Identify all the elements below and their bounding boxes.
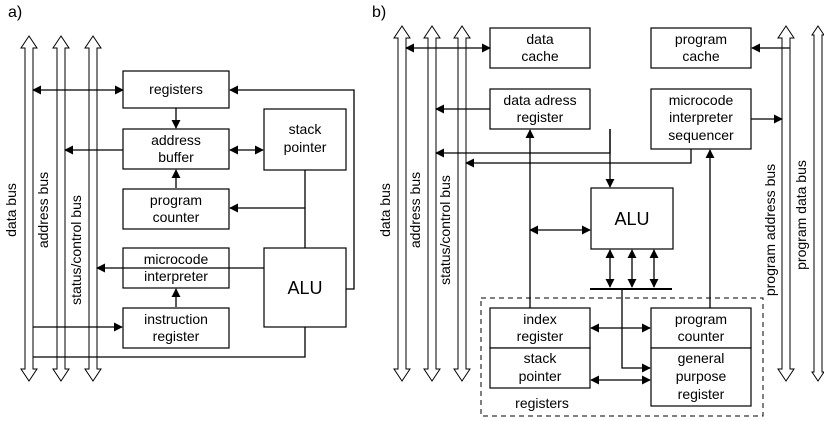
panel-a: a) data bus address bus status/control b… bbox=[3, 4, 355, 382]
a-data-bus-label: data bus bbox=[3, 183, 19, 237]
a-program-counter-box bbox=[122, 188, 230, 230]
b-connections bbox=[405, 43, 790, 385]
a-program-counter-line1: program bbox=[150, 192, 202, 208]
b-alu-label: ALU bbox=[614, 209, 649, 229]
b-data-cache-box bbox=[489, 27, 591, 69]
b-program-data-bus-label: program data bus bbox=[793, 160, 809, 270]
b-data-bus bbox=[393, 25, 411, 382]
b-stack-pointer-box bbox=[489, 347, 591, 389]
b-address-bus bbox=[423, 25, 441, 382]
a-instruction-register-line1: instruction bbox=[144, 311, 208, 327]
b-data-address-register-line2: register bbox=[517, 109, 564, 125]
b-program-cache-line2: cache bbox=[682, 48, 720, 64]
a-connections bbox=[32, 85, 355, 358]
a-data-bus bbox=[20, 35, 38, 382]
a-status-bus bbox=[84, 35, 102, 382]
b-program-address-bus-label: program address bus bbox=[762, 164, 778, 296]
b-address-bus-label: address bus bbox=[407, 172, 423, 248]
b-gpr-line3: register bbox=[678, 386, 725, 402]
b-microcode-line3: sequencer bbox=[668, 127, 734, 143]
b-program-counter-line2: counter bbox=[678, 328, 725, 344]
a-instruction-register-line2: register bbox=[153, 328, 200, 344]
b-registers-group-label: registers bbox=[515, 395, 569, 411]
a-registers-box bbox=[122, 70, 230, 109]
a-alu-box bbox=[263, 247, 347, 328]
a-alu-label: ALU bbox=[287, 278, 322, 298]
a-instruction-register-box bbox=[122, 307, 230, 349]
a-address-buffer-line1: address bbox=[151, 132, 201, 148]
b-program-counter-line1: program bbox=[675, 311, 727, 327]
b-data-address-register-line1: data adress bbox=[503, 92, 576, 108]
b-status-bus bbox=[453, 25, 471, 382]
b-microcode-line2: interpreter bbox=[669, 109, 733, 125]
b-index-register-line1: index bbox=[523, 311, 556, 327]
b-program-address-bus bbox=[777, 25, 795, 382]
b-program-cache-line1: program bbox=[675, 31, 727, 47]
b-data-bus-label: data bus bbox=[377, 183, 393, 237]
b-index-register-line2: register bbox=[517, 328, 564, 344]
b-microcode-line1: microcode bbox=[669, 92, 734, 108]
b-gpr-line2: purpose bbox=[676, 368, 727, 384]
a-status-bus-label: status/control bus bbox=[68, 195, 84, 305]
b-alu-box bbox=[590, 187, 674, 250]
b-status-bus-label: status/control bus bbox=[437, 175, 453, 285]
a-address-buffer-box bbox=[122, 128, 230, 170]
b-gpr-line1: general bbox=[678, 350, 725, 366]
b-program-counter-box bbox=[650, 307, 752, 349]
b-data-address-register-box bbox=[489, 88, 591, 130]
a-address-bus bbox=[52, 35, 70, 382]
a-stack-pointer-box bbox=[263, 108, 347, 171]
a-address-bus-label: address bus bbox=[35, 172, 51, 248]
b-registers-group bbox=[480, 297, 764, 417]
a-program-counter-line2: counter bbox=[153, 209, 200, 225]
b-stack-pointer-line1: stack bbox=[524, 350, 558, 366]
a-microcode-line2: interpreter bbox=[144, 268, 208, 284]
panel-b: b) data bus address bus status/control b… bbox=[372, 4, 824, 417]
b-microcode-sequencer-box bbox=[650, 88, 752, 150]
b-program-cache-box bbox=[650, 27, 752, 69]
b-data-cache-line2: cache bbox=[521, 48, 559, 64]
b-stack-pointer-line2: pointer bbox=[519, 368, 562, 384]
panel-a-label: a) bbox=[8, 4, 22, 21]
b-data-cache-line1: data bbox=[526, 31, 553, 47]
panel-b-label: b) bbox=[372, 4, 386, 21]
a-stack-pointer-line1: stack bbox=[289, 121, 323, 137]
a-stack-pointer-line2: pointer bbox=[284, 139, 327, 155]
b-program-data-bus bbox=[811, 25, 824, 382]
a-microcode-line1: microcode bbox=[144, 251, 209, 267]
a-address-buffer-line2: buffer bbox=[158, 149, 194, 165]
a-registers-label: registers bbox=[149, 81, 203, 97]
b-general-purpose-register-box bbox=[650, 347, 752, 407]
